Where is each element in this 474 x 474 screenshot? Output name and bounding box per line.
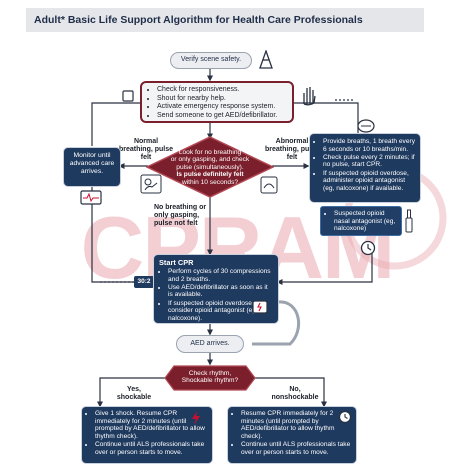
timer-clock-icon [338,410,352,424]
traffic-cone-icon [259,50,273,69]
cpr-item-3: If suspected opioid overdose, consider o… [168,300,273,323]
noshock-item-1: Resume CPR immediately for 2 minutes (un… [241,410,352,440]
shock-item-1: Give 1 shock. Resume CPR immediately for… [95,410,208,440]
label-no-breathing: No breathing or only gasping, pulse not … [154,204,207,227]
look-line-5: within 10 seconds? [181,178,239,186]
pulse-check-question: Look for no breathing or only gasping, a… [166,149,254,186]
shock-lightning-icon [192,411,200,425]
look-line-3: pulse (simultaneously). [176,163,244,171]
check-responsiveness-box: Check for responsiveness. Shout for near… [140,81,294,123]
rhythm-question: Check rhythm, Shockable rhythm? [181,370,239,385]
line-monitor-to-cpr [91,186,152,285]
clock-icon [360,240,376,256]
cpr-ratio-badge: 30:2 [134,276,154,288]
raised-hand-icon [303,87,316,106]
suspected-item-1: Suspected opioid nasal antagonist (eg, n… [334,210,397,233]
check-item-2: Shout for nearby help. [157,95,288,103]
dotted-separator-icon [335,99,355,101]
breathing-check-icon [260,176,278,194]
shock-item-2: Continue until ALS professionals take ov… [95,441,208,456]
aed-cable [252,300,300,346]
patient-check-icon [140,174,162,194]
cpr-item-1: Perform cycles of 30 compressions and 2 … [168,268,273,283]
cpr-item-2: Use AED/defibrillator as soon as it is a… [168,284,273,299]
look-line-1: Look for no breathing [178,149,242,156]
verify-text: Verify scene safety. [180,56,242,63]
noshock-item-2: Continue until ALS professionals take ov… [241,441,352,456]
monitor-text: Monitor until advanced care arrives. [69,152,115,175]
rescue-item-3: If suspected opioid overdose, administer… [323,170,416,193]
suspected-opioid-box: Suspected opioid nasal antagonist (eg, n… [320,206,402,236]
look-line-2: or only gasping, and check [170,156,250,164]
rescue-item-2: Check pulse every 2 minutes; if no pulse… [323,154,416,169]
label-normal-breathing: Normal breathing, pulse felt [118,138,174,161]
cpr-title: Start CPR [159,258,194,267]
label-no-nonshockable: No, nonshockable [271,386,319,401]
phone-icon [122,90,134,102]
aed-device-icon [252,300,268,314]
nasal-spray-icon [405,209,413,233]
heart-monitor-icon [80,190,102,205]
aed-arrives-text: AED arrives. [190,340,230,347]
check-item-4: Send someone to get AED/defibrillator. [157,112,288,120]
header-bar: Adult* Basic Life Support Algorithm for … [26,8,424,32]
line-left-loop [91,102,140,146]
decision-diamond-shape [146,136,274,198]
line-right-loop [292,102,359,134]
aed-arrives-pill: AED arrives. [176,335,244,353]
shock-box: Give 1 shock. Resume CPR immediately for… [82,407,212,463]
cpr-ratio-text: 30:2 [137,278,151,285]
rescue-item-1: Provide breaths, 1 breath every 6 second… [323,138,416,153]
check-item-1: Check for responsiveness. [157,86,288,94]
label-yes-shockable: Yes, shockable [116,386,152,401]
check-item-3: Activate emergency response system. [157,103,288,111]
rhythm-decision-shape [164,365,256,391]
monitor-box: Monitor until advanced care arrives. [64,148,120,186]
rescue-breathing-box: Provide breaths, 1 breath every 6 second… [310,134,420,202]
verify-scene-pill: Verify scene safety. [170,52,252,69]
start-cpr-box: Start CPR Perform cycles of 30 compressi… [154,255,278,323]
look-line-4: Is pulse definitely felt [176,171,244,179]
line-rescue-to-cpr [276,248,373,285]
page-title: Adult* Basic Life Support Algorithm for … [34,14,363,26]
rescue-mask-icon [357,119,375,133]
line-rhythm-yes [97,377,166,408]
no-shock-box: Resume CPR immediately for 2 minutes (un… [228,407,356,463]
line-rhythm-no [254,377,327,408]
label-abnormal-breathing: Abnormal breathing, pulse felt [264,138,320,161]
